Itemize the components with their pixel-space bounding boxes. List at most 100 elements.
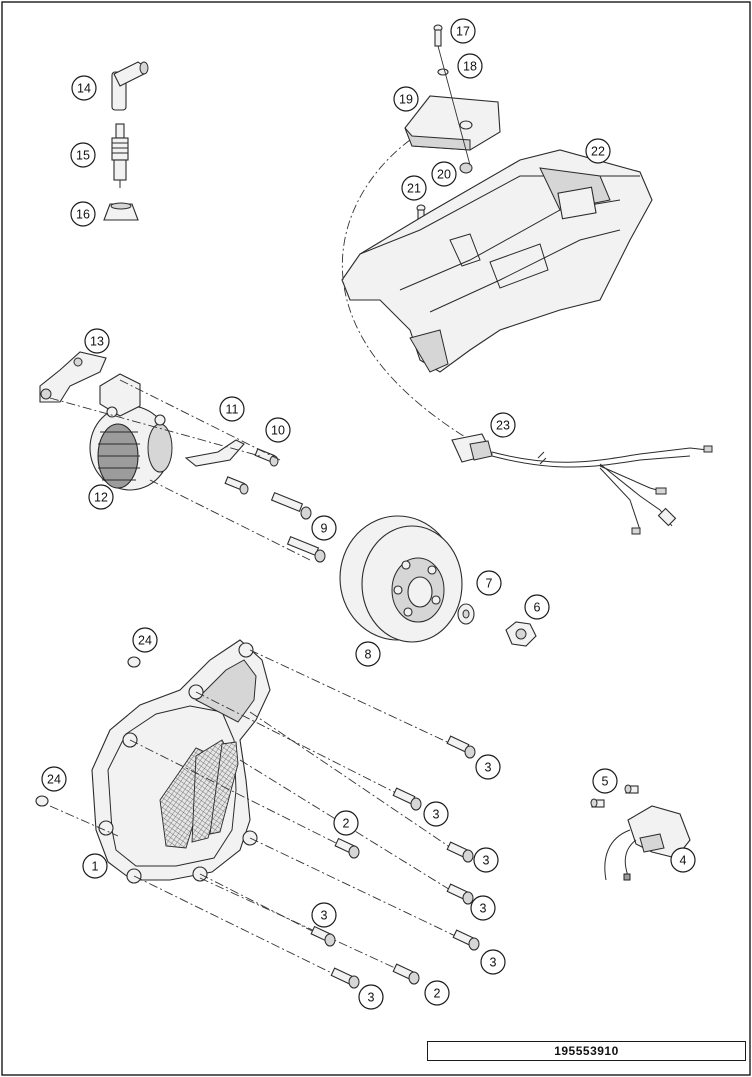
callout-label: 12	[94, 491, 108, 505]
callout-c24a: 24	[132, 627, 158, 653]
callout-circle	[265, 417, 291, 443]
callout-c11: 11	[219, 396, 245, 422]
callout-circle	[132, 627, 158, 653]
callout-circle	[70, 142, 96, 168]
stator	[89, 373, 173, 491]
callout-circle	[84, 328, 110, 354]
callout-label: 7	[486, 577, 493, 591]
flywheel-nut	[505, 621, 537, 647]
callout-label: 5	[602, 775, 609, 789]
callout-circle	[490, 412, 516, 438]
cable-guide	[39, 351, 107, 403]
callout-c14: 14	[71, 75, 97, 101]
callout-c20: 20	[431, 161, 457, 187]
callout-circle	[424, 980, 450, 1006]
callout-label: 10	[271, 424, 285, 438]
callout-label: 22	[591, 145, 605, 159]
callout-label: 1	[92, 860, 99, 874]
callout-label: 3	[483, 854, 490, 868]
voltage-regulator	[404, 95, 501, 151]
cable-bracket	[184, 439, 245, 467]
callout-circle	[470, 895, 496, 921]
callout-circle	[476, 570, 502, 596]
callout-circle	[70, 201, 96, 227]
callout-c2b: 2	[424, 980, 450, 1006]
callout-c22: 22	[585, 138, 611, 164]
callout-c24b: 24	[41, 766, 67, 792]
callout-c9: 9	[311, 515, 337, 541]
spark-plug-cap	[111, 61, 149, 111]
callout-c5: 5	[592, 768, 618, 794]
wiring-harness	[451, 433, 713, 535]
callout-circle	[423, 801, 449, 827]
callout-circle	[88, 484, 114, 510]
callout-label: 16	[76, 208, 90, 222]
callout-label: 19	[399, 93, 413, 107]
callout-circle	[475, 754, 501, 780]
regulator-bushing	[459, 162, 473, 174]
callout-c3f: 3	[311, 902, 337, 928]
callout-label: 20	[437, 168, 451, 182]
callout-c13: 13	[84, 328, 110, 354]
callout-c3g: 3	[358, 984, 384, 1010]
callout-label: 11	[226, 403, 239, 417]
ignition-coil	[604, 805, 691, 881]
callout-c19: 19	[393, 86, 419, 112]
callout-circle	[450, 18, 476, 44]
callout-label: 3	[321, 909, 328, 923]
callout-circle	[333, 810, 359, 836]
callout-label: 15	[76, 149, 90, 163]
callout-c1: 1	[82, 853, 108, 879]
callout-label: 13	[90, 335, 104, 349]
callout-circle	[401, 175, 427, 201]
callout-label: 24	[138, 634, 152, 648]
callout-label: 21	[407, 182, 421, 196]
callout-c3c: 3	[473, 847, 499, 873]
flywheel	[339, 515, 463, 643]
callout-circle	[311, 515, 337, 541]
callout-label: 4	[680, 854, 687, 868]
callout-label: 2	[434, 987, 441, 1001]
cover-plug-left	[35, 795, 49, 807]
coil-screws	[590, 784, 639, 808]
callout-c3e: 3	[480, 949, 506, 975]
callout-c8: 8	[355, 641, 381, 667]
callout-c3d: 3	[470, 895, 496, 921]
callout-circle	[480, 949, 506, 975]
callout-circle	[457, 53, 483, 79]
callout-circle	[71, 75, 97, 101]
callout-circle	[431, 161, 457, 187]
callout-c12: 12	[88, 484, 114, 510]
callout-c15: 15	[70, 142, 96, 168]
spark-plug	[111, 123, 129, 188]
document-number: 195553910	[554, 1044, 619, 1058]
callout-circle	[219, 396, 245, 422]
callout-circle	[82, 853, 108, 879]
callout-label: 3	[368, 991, 375, 1005]
callout-c3b: 3	[423, 801, 449, 827]
cable-route-line	[342, 139, 471, 441]
callout-label: 24	[47, 773, 61, 787]
callout-label: 3	[490, 956, 497, 970]
callout-label: 2	[343, 817, 350, 831]
callout-label: 3	[433, 808, 440, 822]
callout-circle	[592, 768, 618, 794]
flywheel-washer	[457, 603, 475, 625]
callout-c7: 7	[476, 570, 502, 596]
document-number-box: 195553910	[427, 1041, 746, 1061]
callout-circle	[524, 594, 550, 620]
callout-label: 8	[365, 648, 372, 662]
callout-label: 23	[496, 419, 510, 433]
callout-c2a: 2	[333, 810, 359, 836]
holder-screw	[416, 204, 426, 223]
callout-label: 6	[534, 601, 541, 615]
callout-label: 3	[485, 761, 492, 775]
callout-c23: 23	[490, 412, 516, 438]
electronics-holder	[341, 149, 653, 373]
callout-label: 18	[463, 60, 477, 74]
regulator-washer	[437, 68, 449, 76]
callout-circle	[355, 641, 381, 667]
callout-c4: 4	[670, 847, 696, 873]
